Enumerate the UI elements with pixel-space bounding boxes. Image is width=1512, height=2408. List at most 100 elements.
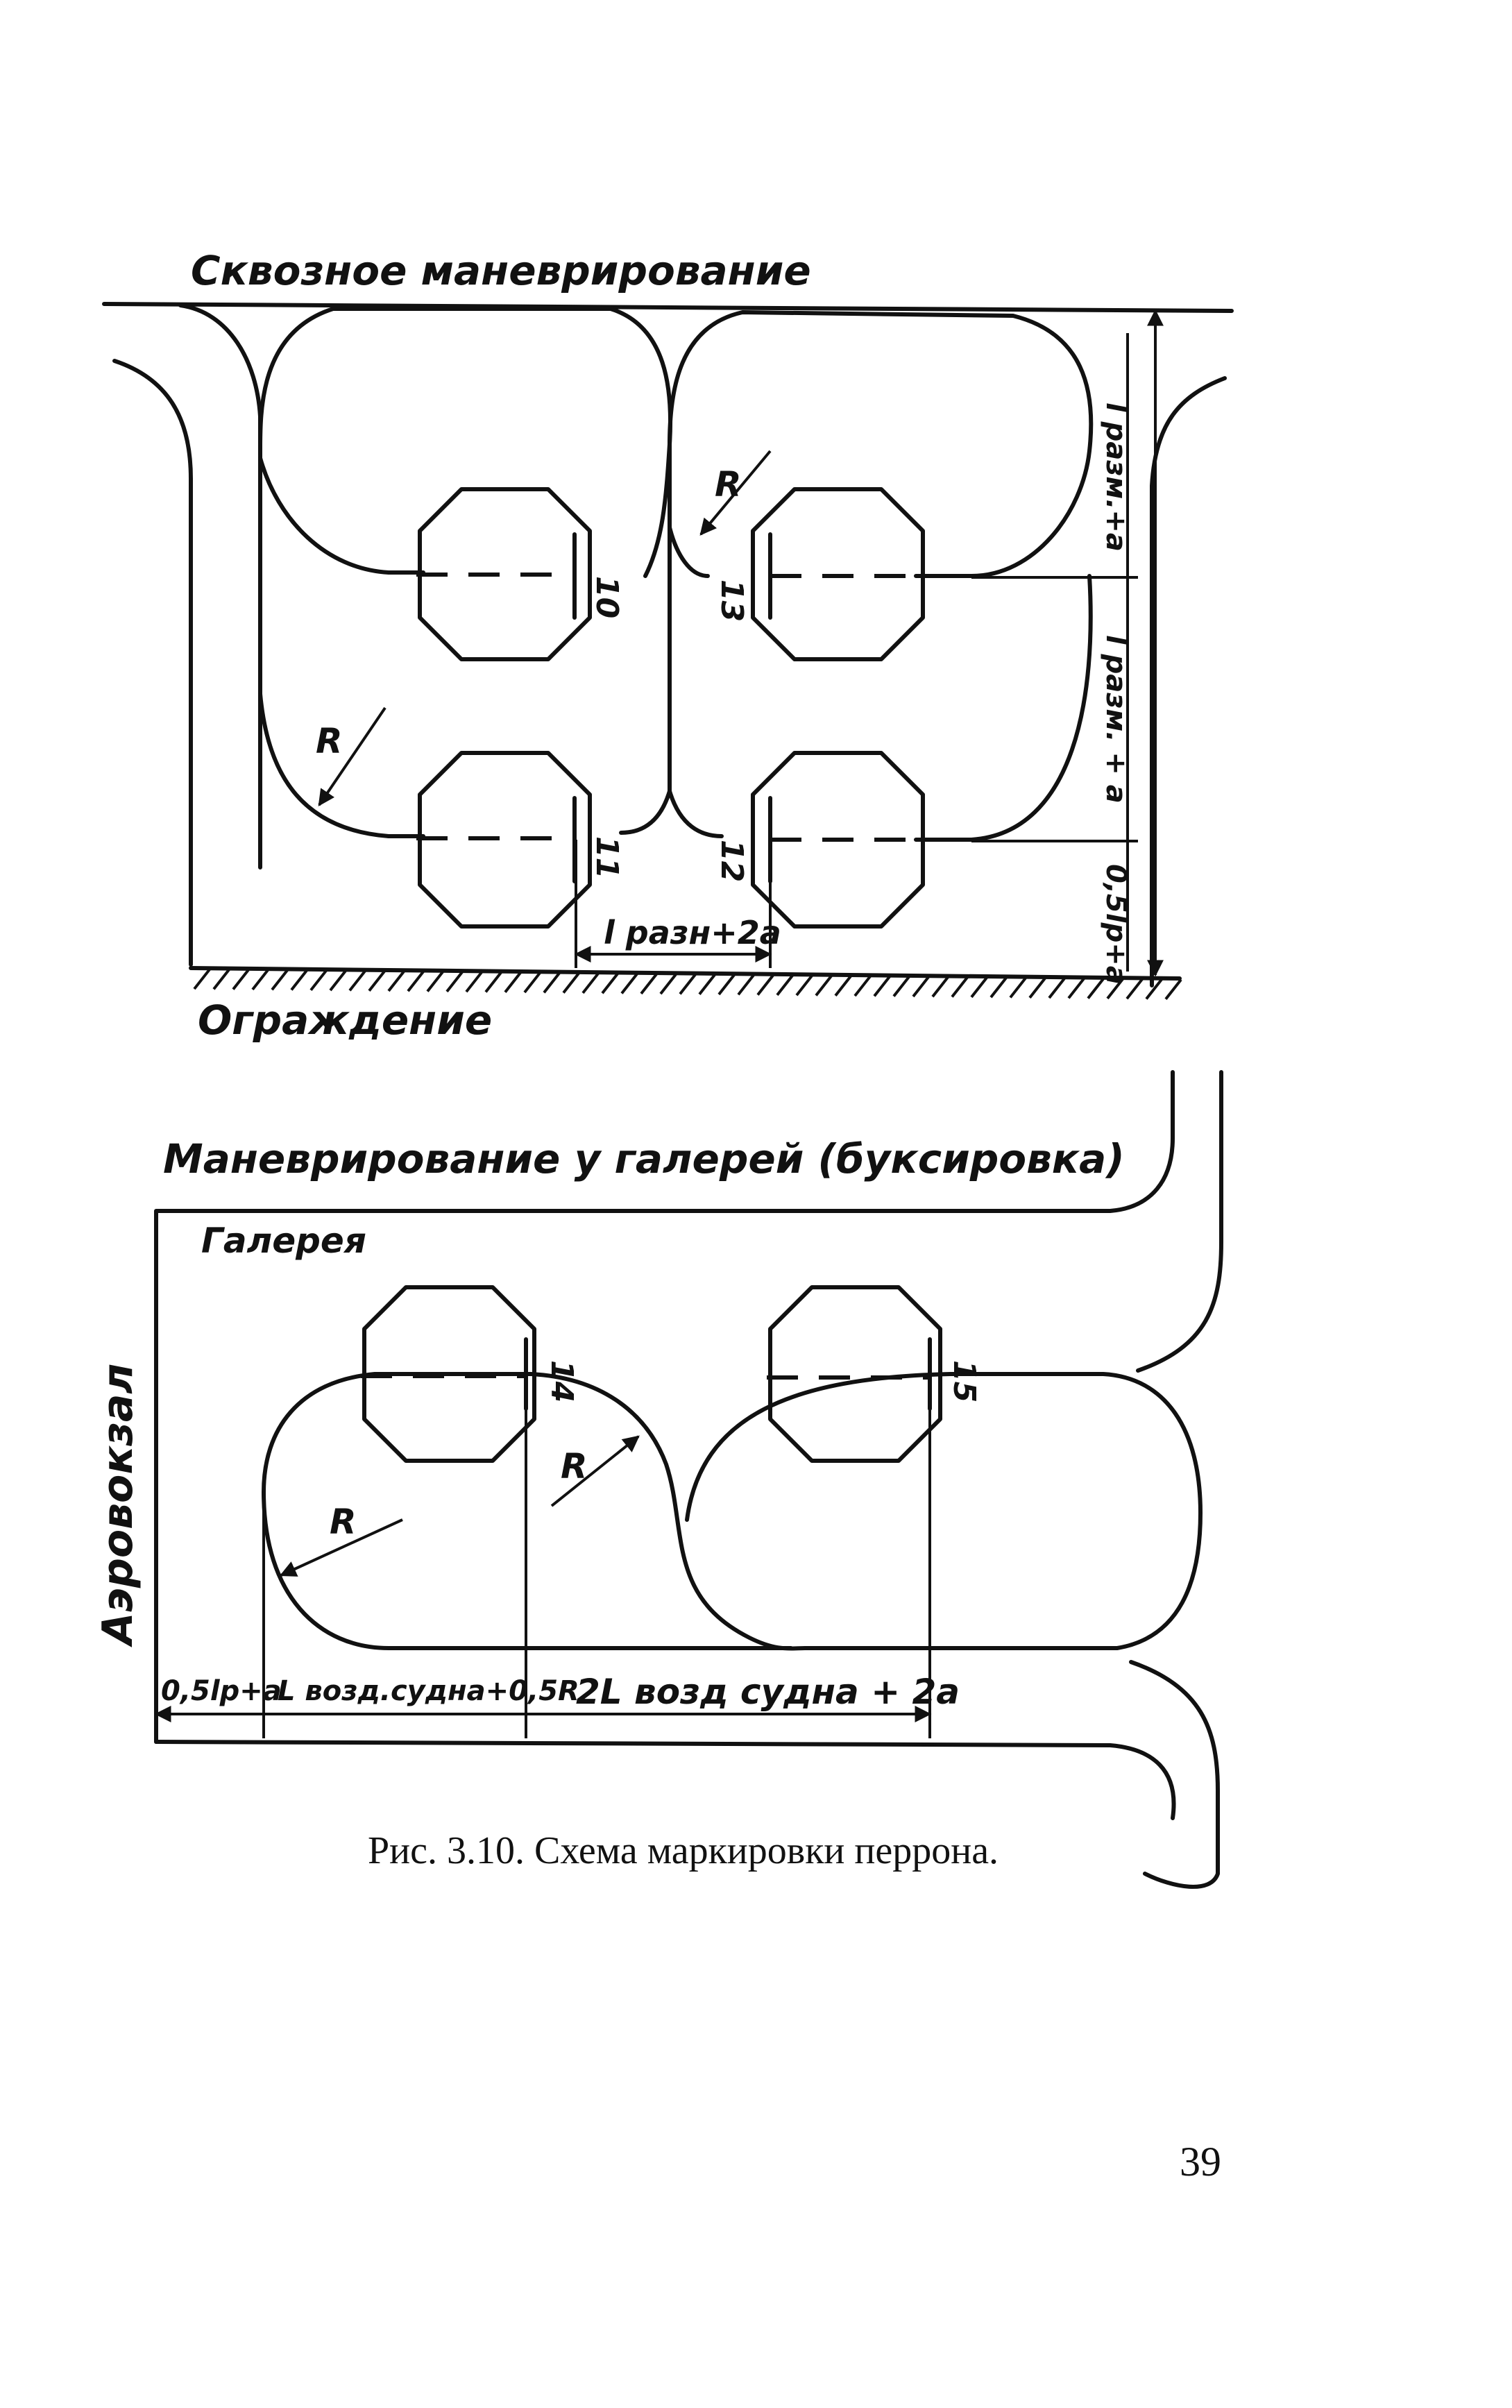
fence-hatch-mark (931, 976, 949, 998)
right-entrance-curve (1150, 376, 1227, 987)
fence-hatch-mark (1009, 977, 1027, 999)
fence-hatch-mark (543, 972, 561, 994)
figure-caption: Рис. 3.10. Схема маркировки перрона. (368, 1829, 999, 1872)
fence-hatch-mark (1106, 978, 1124, 1000)
aircraft-stand-13 (751, 487, 925, 661)
fence-hatch-mark (698, 974, 716, 995)
fence-hatch-mark (523, 972, 541, 994)
fence-hatch-mark (834, 975, 852, 997)
fence-hatch-mark (387, 970, 405, 992)
stand-number-13: 13 (714, 579, 749, 622)
fence-hatch-mark (853, 975, 872, 997)
aircraft-stand-11 (418, 751, 592, 929)
taxi-loop-upper-left (257, 307, 673, 578)
right-taxi-upper (1136, 1070, 1223, 1373)
radius-arrow-bottom-right (550, 1435, 640, 1507)
center-divider (619, 442, 672, 835)
fence-hatch-mark (465, 971, 483, 993)
bottom-diagram-title: Маневрирование у галерей (буксировка) (163, 1135, 1125, 1182)
fence-hatch-mark (1028, 977, 1046, 999)
fence-hatching (193, 968, 1182, 1001)
fence-hatch-mark (504, 972, 522, 994)
stand-number-15: 15 (946, 1360, 982, 1402)
fence-hatch-mark (815, 975, 833, 997)
fence-hatch-mark (737, 974, 755, 996)
radius-label-top-right: R (715, 464, 742, 505)
fence-hatch-mark (484, 972, 502, 993)
fence-hatch-mark (717, 974, 736, 996)
fence-hatch-mark (1125, 978, 1144, 1000)
dim-bottom-b-label: L возд.судна+0,5R (278, 1675, 579, 1707)
fence-hatch-mark (951, 976, 969, 998)
fence-hatch-mark (620, 973, 638, 994)
taxi-loop-lower-left (258, 692, 425, 838)
fence-hatch-mark (426, 971, 444, 992)
dim-bottom-a-label: 0,5lр+а (161, 1675, 282, 1707)
fence-hatch-mark (601, 973, 619, 994)
dim-lower-label: 0,5lр+а (1100, 864, 1132, 985)
radius-label-bottom-right: R (561, 1446, 588, 1486)
center-divider-right (668, 525, 724, 838)
fence-hatch-mark (1048, 977, 1066, 999)
dim-upper-label: l разм.+а (1100, 402, 1132, 552)
fence-hatch-mark (776, 974, 794, 997)
fence-hatch-mark (407, 971, 425, 992)
taxi-loop-upper-right (668, 310, 1094, 578)
fence-hatch-mark (970, 976, 988, 999)
fence-hatch-mark (193, 968, 211, 990)
aircraft-stand-10 (418, 487, 592, 661)
left-entrance-curve (112, 359, 193, 967)
fence-hatch-mark (232, 969, 250, 990)
fence-hatch-mark (271, 969, 289, 991)
radius-arrow-top-right (699, 450, 772, 536)
left-entrance-inner (178, 303, 262, 870)
fence-hatch-mark (309, 969, 328, 992)
taxi-loop-bottom-mid (529, 1372, 1203, 1651)
fence-hatch-mark (212, 969, 230, 990)
fence-label: Ограждение (198, 997, 492, 1044)
dim-gap-label: l разн+2а (604, 914, 781, 951)
fence-hatch-mark (445, 971, 464, 993)
aircraft-stand-15 (768, 1285, 942, 1463)
fence-hatch-mark (989, 976, 1008, 999)
gallery-boundary (154, 1070, 1175, 1744)
fence-hatch-mark (1164, 978, 1182, 1001)
fence-hatch-mark (290, 969, 308, 991)
fence-hatch-mark (679, 974, 697, 995)
fence-hatch-mark (795, 974, 813, 997)
top-boundary-line (102, 302, 1234, 313)
taxi-loop-lower-right (914, 574, 1093, 842)
stand-number-14: 14 (544, 1360, 579, 1402)
top-diagram-title: Сквозное маневрирование (191, 247, 811, 294)
taxi-loop-upper-left-exit (258, 456, 425, 575)
fence-hatch-mark (329, 969, 347, 992)
fence-hatch-mark (873, 976, 891, 997)
fence-hatch-mark (348, 970, 366, 992)
fence-hatch-mark (640, 973, 658, 995)
right-taxi-lower (1129, 1660, 1220, 1889)
fence-hatch-mark (581, 972, 600, 994)
stand-number-10: 10 (589, 576, 625, 618)
aircraft-stand-14 (362, 1285, 536, 1463)
aircraft-stand-12 (751, 751, 925, 929)
fence-line (189, 966, 1182, 981)
page-number: 39 (1180, 2139, 1221, 2185)
fence-hatch-mark (1087, 978, 1105, 999)
stand-number-11: 11 (589, 836, 625, 879)
radius-arrow-bottom-left (279, 1518, 403, 1577)
radius-arrow-top-left (318, 706, 387, 806)
fence-hatch-mark (562, 972, 580, 994)
fence-hatch-mark (1067, 978, 1085, 999)
stand-number-12: 12 (714, 840, 749, 882)
fence-hatch-mark (892, 976, 910, 997)
terminal-label: Аэровокзал (94, 1364, 142, 1647)
gallery-label: Галерея (201, 1221, 366, 1261)
fence-hatch-mark (1145, 978, 1163, 1000)
right-taxi-bottom (154, 1740, 1176, 1820)
radius-label-top-left: R (316, 721, 343, 761)
fence-hatch-mark (756, 974, 774, 996)
radius-label-bottom-left: R (330, 1502, 357, 1542)
fence-hatch-mark (251, 969, 269, 991)
dim-middle-label: l разм. + а (1100, 635, 1132, 804)
